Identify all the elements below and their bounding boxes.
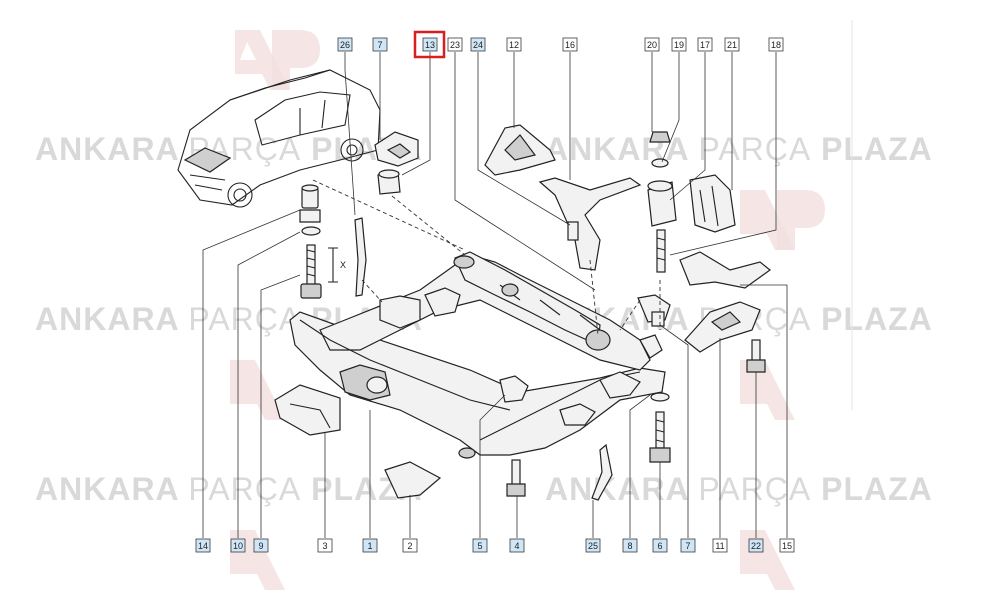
part-3-bracket xyxy=(274,384,341,436)
label-24[interactable]: 24 xyxy=(470,37,486,52)
dimension-x-label: X xyxy=(340,260,346,270)
svg-text:14: 14 xyxy=(198,541,208,551)
label-6[interactable]: 6 xyxy=(652,538,668,553)
label-2[interactable]: 2 xyxy=(402,538,418,553)
part-12-bracket xyxy=(484,124,556,176)
part-20-19-nut-washer xyxy=(649,131,671,168)
label-10[interactable]: 10 xyxy=(230,538,246,553)
label-26[interactable]: 26 xyxy=(337,37,353,52)
label-21[interactable]: 21 xyxy=(724,37,740,52)
label-17-top[interactable]: 17 xyxy=(697,37,713,52)
svg-text:7: 7 xyxy=(685,541,690,551)
part-2-bracket xyxy=(384,461,442,499)
svg-text:7: 7 xyxy=(377,40,382,50)
leader-lines xyxy=(202,52,788,538)
label-11[interactable]: 11 xyxy=(712,538,728,553)
label-4[interactable]: 4 xyxy=(509,538,525,553)
label-16[interactable]: 16 xyxy=(562,37,578,52)
svg-text:ANKARA PARÇA PLAZA: ANKARA PARÇA PLAZA xyxy=(35,471,423,507)
label-19[interactable]: 19 xyxy=(671,37,687,52)
watermark-layer: ANKARA PARÇA PLAZA ANKARA PARÇA PLAZA AN… xyxy=(35,30,933,590)
label-18[interactable]: 18 xyxy=(768,37,784,52)
label-13[interactable]: 13 xyxy=(422,37,438,52)
label-14[interactable]: 14 xyxy=(195,538,211,553)
svg-text:1: 1 xyxy=(367,541,372,551)
svg-text:21: 21 xyxy=(727,40,737,50)
label-20[interactable]: 20 xyxy=(644,37,660,52)
part-25-rod xyxy=(591,443,613,501)
label-3[interactable]: 3 xyxy=(317,538,333,553)
svg-text:8: 8 xyxy=(627,541,632,551)
bottom-labels: 14 10 9 3 1 2 5 4 25 8 6 7 11 22 15 xyxy=(195,538,795,553)
label-9[interactable]: 9 xyxy=(253,538,269,553)
svg-text:ANKARA PARÇA PLAZA: ANKARA PARÇA PLAZA xyxy=(545,131,933,167)
svg-text:3: 3 xyxy=(322,541,327,551)
svg-text:15: 15 xyxy=(782,541,792,551)
part-7-engine-mount xyxy=(374,131,419,195)
svg-text:20: 20 xyxy=(647,40,657,50)
svg-text:6: 6 xyxy=(657,541,662,551)
top-labels: 26 7 13 23 24 12 16 20 19 17 21 18 xyxy=(337,30,784,59)
part-17-bushing xyxy=(647,180,677,273)
svg-text:16: 16 xyxy=(565,40,575,50)
label-7-bottom[interactable]: 7 xyxy=(680,538,696,553)
svg-text:23: 23 xyxy=(450,40,460,50)
svg-text:12: 12 xyxy=(509,40,519,50)
svg-text:26: 26 xyxy=(340,40,350,50)
svg-text:18: 18 xyxy=(771,40,781,50)
svg-text:25: 25 xyxy=(588,541,598,551)
svg-text:10: 10 xyxy=(233,541,243,551)
highlight-box-13 xyxy=(413,30,446,59)
svg-text:4: 4 xyxy=(514,541,519,551)
part-18-link xyxy=(679,251,771,289)
svg-text:24: 24 xyxy=(473,40,483,50)
svg-text:17: 17 xyxy=(700,40,710,50)
label-25[interactable]: 25 xyxy=(585,538,601,553)
label-5[interactable]: 5 xyxy=(472,538,488,553)
part-5-clip xyxy=(499,375,529,403)
part-16-arm xyxy=(538,177,642,271)
assembly-dash-lines xyxy=(312,179,661,336)
svg-text:13: 13 xyxy=(425,40,435,50)
label-15[interactable]: 15 xyxy=(779,538,795,553)
label-23[interactable]: 23 xyxy=(447,37,463,52)
label-7-top[interactable]: 7 xyxy=(372,37,388,52)
label-12[interactable]: 12 xyxy=(506,37,522,52)
part-ball-joint xyxy=(637,294,671,327)
dimension-x: X xyxy=(328,247,346,283)
label-22[interactable]: 22 xyxy=(748,538,764,553)
watermark-word1: ANKARA xyxy=(35,131,179,167)
part-26-link xyxy=(354,217,383,303)
svg-text:11: 11 xyxy=(715,541,724,551)
svg-text:19: 19 xyxy=(674,40,684,50)
part-6-bolt xyxy=(649,392,671,463)
svg-text:ANKARA PARÇA PLAZA: ANKARA PARÇA PLAZA xyxy=(545,471,933,507)
svg-text:22: 22 xyxy=(751,541,761,551)
svg-text:2: 2 xyxy=(407,541,412,551)
svg-text:ANKARA PARÇA PLAZA: ANKARA PARÇA PLAZA xyxy=(35,131,423,167)
label-1[interactable]: 1 xyxy=(362,538,378,553)
part-22-bolt xyxy=(746,339,766,373)
car-silhouette-icon xyxy=(177,69,381,208)
label-8[interactable]: 8 xyxy=(622,538,638,553)
part-21-boot xyxy=(689,174,736,233)
svg-text:9: 9 xyxy=(258,541,263,551)
subframe-diagram xyxy=(289,251,666,459)
svg-text:5: 5 xyxy=(477,541,482,551)
part-mount-bolt-left xyxy=(299,184,322,299)
part-4-bolt xyxy=(506,459,526,497)
logo-watermark xyxy=(230,30,825,590)
part-11-wishbone xyxy=(684,301,761,353)
